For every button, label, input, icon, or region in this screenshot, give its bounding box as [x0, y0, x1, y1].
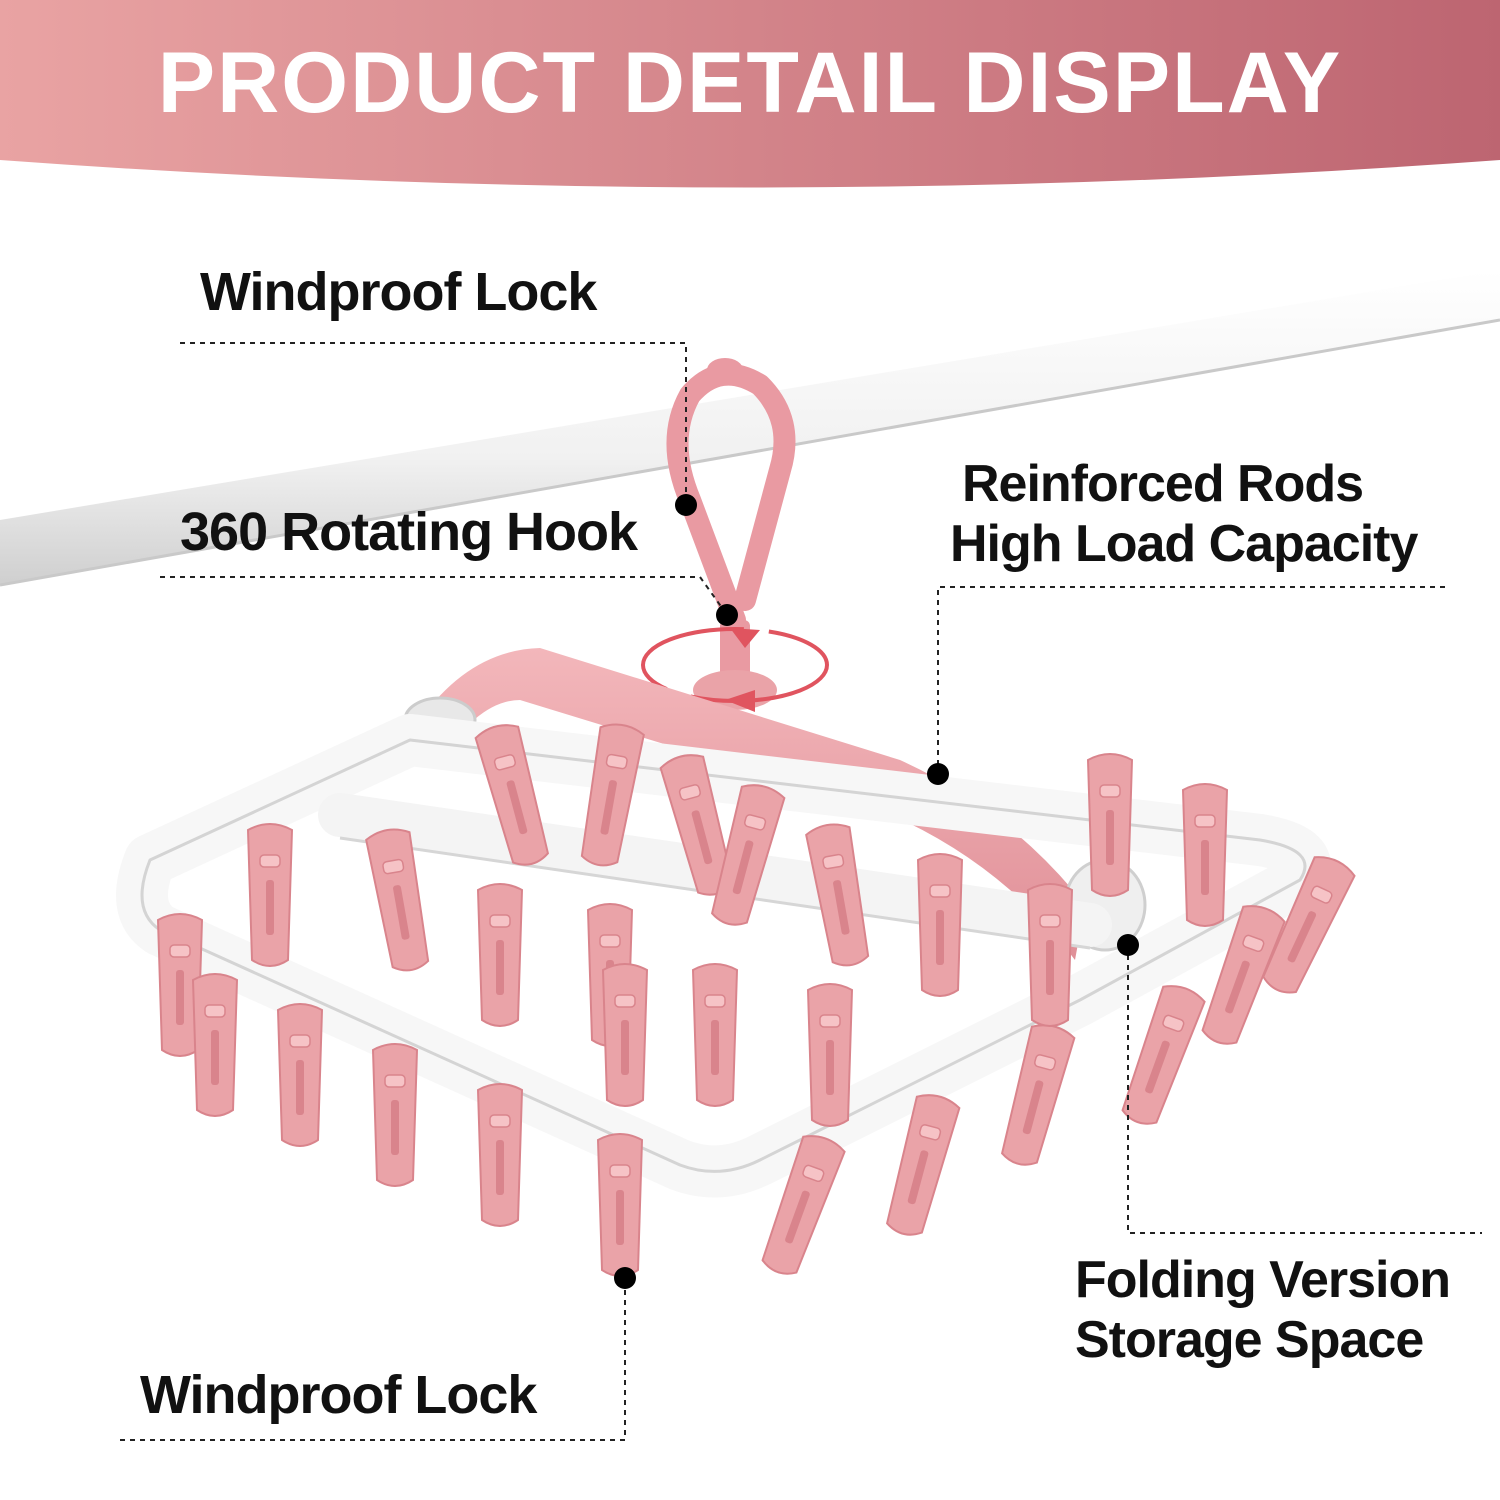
- clothes-clip: [601, 963, 649, 1107]
- callout-leaders: [120, 342, 1482, 1441]
- callout-rotating-hook: 360 Rotating Hook: [180, 502, 638, 562]
- clothes-clip: [191, 973, 239, 1117]
- clothes-clips: [156, 723, 1356, 1277]
- callout-windproof-lock-bottom: Windproof Lock: [140, 1365, 537, 1425]
- leader-windproof-top: [180, 342, 687, 505]
- callout-folding-version: Folding Version: [1075, 1251, 1451, 1309]
- banner-title: PRODUCT DETAIL DISPLAY: [157, 35, 1343, 131]
- callout-high-load-capacity: High Load Capacity: [950, 515, 1418, 573]
- clothes-clip: [806, 983, 854, 1127]
- clothes-clip: [246, 823, 294, 967]
- clothes-clip: [1121, 985, 1206, 1125]
- dot-rotating-hook: [716, 604, 738, 626]
- leader-rotating-hook: [160, 576, 726, 613]
- clothes-clip: [476, 883, 524, 1027]
- callout-storage-space: Storage Space: [1075, 1311, 1424, 1369]
- clothes-clip: [691, 963, 739, 1107]
- callout-reinforced-rods: Reinforced Rods: [962, 455, 1364, 513]
- header-banner: [0, 0, 1500, 188]
- clothes-clip: [580, 723, 645, 867]
- clothes-clip: [805, 823, 870, 967]
- clothes-clip: [476, 1083, 524, 1227]
- clothes-clip: [371, 1043, 419, 1187]
- clothes-clip: [885, 1094, 961, 1236]
- callout-windproof-lock-top: Windproof Lock: [200, 262, 597, 322]
- clothes-clip: [916, 853, 964, 997]
- leader-reinforced-rods: [937, 586, 1445, 770]
- dot-windproof-bottom: [614, 1267, 636, 1289]
- clothes-clip: [1201, 905, 1286, 1045]
- clothes-clip: [276, 1003, 324, 1147]
- clothes-clip: [710, 784, 786, 926]
- clothes-clip: [156, 913, 204, 1057]
- dot-folding: [1117, 934, 1139, 956]
- clothes-clip: [1181, 783, 1229, 927]
- clothes-clip: [474, 724, 550, 866]
- callout-dots: [614, 494, 1139, 1289]
- clothes-clip: [1086, 753, 1134, 897]
- leader-windproof-bottom: [120, 1280, 626, 1441]
- clothes-clip: [365, 828, 430, 972]
- dot-reinforced-rods: [927, 763, 949, 785]
- clothes-clip: [596, 1133, 644, 1277]
- clothes-clip: [1026, 883, 1074, 1027]
- clothes-clip: [761, 1135, 846, 1275]
- clothes-rod: [0, 270, 1500, 587]
- dot-windproof-top: [675, 494, 697, 516]
- rotation-arrow-icon: [641, 627, 829, 712]
- leader-folding: [1127, 945, 1482, 1234]
- clothes-clip: [1262, 856, 1356, 994]
